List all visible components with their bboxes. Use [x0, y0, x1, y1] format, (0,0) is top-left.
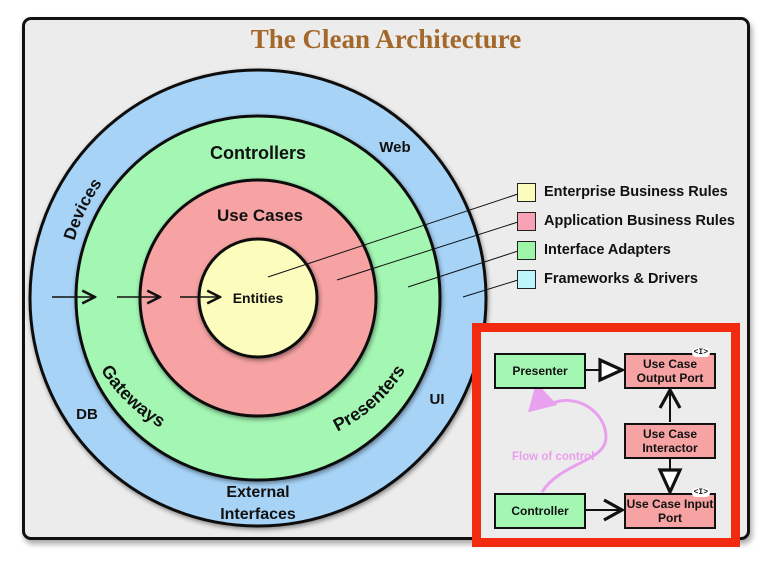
- ring-label-web: Web: [379, 139, 410, 156]
- legend-item-frameworks: Frameworks & Drivers: [517, 268, 698, 290]
- entities-core: [197, 237, 319, 359]
- leader-line-frameworks: [462, 279, 519, 298]
- presenter-box: Presenter: [494, 353, 586, 389]
- core-label-entities: Entities: [233, 290, 284, 306]
- legend-swatch: [517, 211, 536, 231]
- legend-label: Application Business Rules: [544, 213, 735, 229]
- legend-swatch: [517, 182, 536, 202]
- legend-swatch: [517, 240, 536, 260]
- leader-line-adapters: [407, 250, 519, 288]
- ring-label-db: DB: [76, 406, 98, 423]
- input-port-box: Use Case Input Port <I>: [624, 488, 716, 529]
- legend-label: Frameworks & Drivers: [544, 271, 698, 287]
- interface-marker: <I>: [691, 488, 710, 497]
- flow-of-control-curve: [528, 382, 608, 493]
- use-case-flow-inset: Presenter Use Case Output Port <I> Use C…: [472, 323, 740, 547]
- legend-swatch: [517, 269, 536, 289]
- ring-label-interfaces: Interfaces: [220, 506, 296, 523]
- interactor-label: Use Case Interactor: [642, 427, 698, 455]
- ring-label-external: External: [226, 484, 289, 501]
- ring-label-ui: UI: [430, 391, 445, 408]
- controller-box: Controller: [494, 493, 586, 529]
- inset-connectors: [528, 357, 683, 522]
- ring-label-controllers: Controllers: [210, 143, 306, 163]
- leader-line-enterprise: [267, 193, 519, 278]
- ring-label-use-cases: Use Cases: [217, 206, 303, 225]
- legend-label: Interface Adapters: [544, 242, 671, 258]
- leader-line-application: [336, 221, 519, 281]
- output-port-label: Use Case Output Port: [636, 357, 704, 385]
- presenter-label: Presenter: [512, 364, 568, 378]
- interface-marker: <I>: [691, 348, 710, 357]
- interactor-box: Use Case Interactor: [624, 423, 716, 459]
- legend-item-application: Application Business Rules: [517, 210, 735, 232]
- legend-item-enterprise: Enterprise Business Rules: [517, 181, 728, 203]
- flow-of-control-label: Flow of control: [512, 451, 595, 463]
- diagram-title: The Clean Architecture: [250, 24, 522, 54]
- output-port-box: Use Case Output Port <I>: [624, 348, 716, 389]
- input-port-label: Use Case Input Port: [626, 497, 714, 525]
- legend-item-adapters: Interface Adapters: [517, 239, 671, 261]
- legend-label: Enterprise Business Rules: [544, 184, 728, 200]
- controller-label: Controller: [511, 504, 569, 518]
